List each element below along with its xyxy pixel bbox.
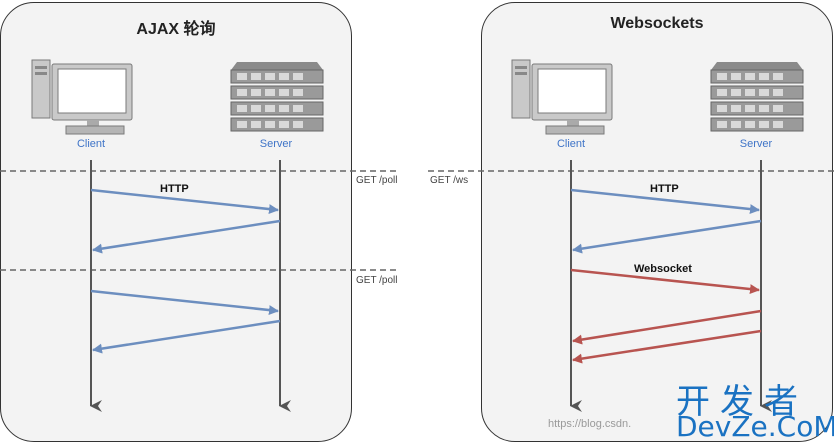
websocket-push-arrow	[572, 309, 762, 345]
poll-request-arrow	[90, 289, 279, 316]
client-computer-icon	[31, 59, 133, 135]
http-response-arrow	[572, 219, 762, 254]
websockets-panel-title: Websockets	[610, 15, 704, 32]
client-label: Client	[556, 138, 586, 150]
http-response-arrow	[92, 219, 281, 254]
http-message-label: HTTP	[160, 183, 189, 195]
divider-label-get-ws: GET /ws	[430, 175, 469, 186]
ajax-panel-title: AJAX 轮询	[136, 21, 216, 38]
brand-watermark-cn: 开发者	[676, 382, 808, 422]
http-request-arrow	[90, 188, 279, 215]
http-message-label: HTTP	[650, 183, 679, 195]
server-label: Server	[739, 138, 773, 150]
websocket-push-arrow	[572, 329, 762, 364]
websocket-message-label: Websocket	[634, 263, 692, 275]
server-label: Server	[259, 138, 293, 150]
server-icon	[230, 62, 324, 132]
brand-watermark-en: DevZe.CoM	[676, 410, 834, 443]
client-label: Client	[76, 138, 106, 150]
websocket-upgrade-arrow	[570, 268, 760, 295]
client-computer-icon	[511, 59, 613, 135]
http-request-arrow	[570, 188, 760, 215]
server-icon	[710, 62, 804, 132]
source-url-watermark: https://blog.csdn.	[548, 418, 632, 430]
poll-response-arrow	[92, 319, 281, 354]
divider-label-get-poll: GET /poll	[356, 275, 398, 286]
divider-label-get-poll: GET /poll	[356, 175, 398, 186]
